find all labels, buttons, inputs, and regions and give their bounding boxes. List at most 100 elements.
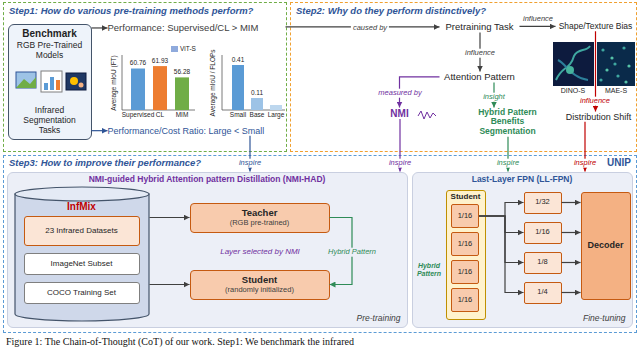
connector-arrow: [562, 262, 581, 263]
concept-node: Attention Pattern: [440, 72, 520, 83]
connector-arrow: [150, 284, 190, 285]
axis-tick: Small: [230, 111, 246, 118]
stage-region: NMI-guided Hybrid Attention pattern Dist…: [7, 172, 408, 328]
connector-arrow: [479, 216, 524, 263]
scale-text: 1/16: [458, 296, 473, 305]
metric-text: NMI: [390, 108, 408, 120]
connector-arrow: [92, 27, 108, 28]
edge-label: inspire: [237, 159, 263, 168]
edge-label: inspire: [572, 159, 598, 168]
connector-arrow: [479, 32, 480, 71]
bar-chart-ratio: [222, 55, 285, 110]
dataset-text: 23 Infrared Datasets: [45, 226, 117, 235]
connector-arrow: [150, 217, 190, 218]
edge-label: influence: [578, 97, 612, 106]
connector-arrow: [562, 292, 581, 293]
cylinder-body: [15, 194, 149, 321]
metric-node: NMI: [385, 108, 415, 120]
step-panel: Step1: How do various pre-training metho…: [3, 2, 287, 152]
scale-box: 1/8: [524, 252, 562, 274]
database-cylinder: InfMix 23 Infrared DatasetsImageNet Subse…: [14, 186, 150, 322]
finding-node: Performance: Supervised/CL > MIM: [108, 23, 286, 34]
connector-arrow: [520, 26, 556, 27]
connector-arrow: [92, 130, 108, 131]
attention-maps: [553, 42, 635, 86]
axis-title: Average mIoU / FLOPs: [209, 49, 216, 116]
bar-value: 61.93: [152, 57, 168, 64]
connector-arrow: [595, 31, 596, 111]
edge-label: inspire: [495, 159, 521, 168]
dataset-text: COCO Training Set: [47, 288, 116, 297]
image-caption: DINO-S: [561, 87, 586, 95]
connector-arrow: [562, 232, 581, 233]
concept-node: Distribution Shift: [563, 112, 635, 122]
feature-block: 1/16: [451, 260, 479, 284]
box-heading: Benchmark: [22, 28, 76, 40]
finding-text: Performance/Cost Ratio: Large < Small: [108, 126, 265, 136]
box-text: RGB Pre-Trained Models: [12, 41, 88, 61]
edge-label: Hybrid Pattern: [326, 248, 378, 257]
dataset-box: ImageNet Subset: [24, 253, 140, 275]
edge-label: caused by: [351, 24, 389, 33]
model-name: Student: [242, 275, 277, 286]
figure-caption: Figure 1: The Chain-of-Thought (CoT) of …: [6, 336, 354, 348]
dataset-name: InfMix: [67, 201, 96, 213]
connector-arrow: [479, 216, 524, 293]
scale-text: 1/8: [537, 258, 547, 267]
concept-text: Shape/Texture Bias: [559, 22, 633, 32]
model-box: Student(randomly initialized): [190, 270, 330, 300]
scale-text: 1/16: [458, 268, 473, 277]
edge-label: influence: [463, 49, 497, 58]
connector-arrow: [399, 119, 400, 172]
method-title: Last-Layer FPN (LL-FPN): [472, 175, 573, 185]
bar-value: 60.76: [130, 59, 146, 66]
concept-text: Attention Pattern: [444, 72, 515, 83]
cylinder-top: [15, 187, 149, 201]
benchmark-box: BenchmarkRGB Pre-Trained ModelsInfrared …: [8, 24, 92, 140]
axis-tick: Base: [250, 111, 265, 118]
method-title: NMI-guided Hybrid Attention pattern Dist…: [89, 175, 326, 185]
step-panel: Step2: Why do they perform distinctively…: [290, 2, 637, 152]
connector-arrow: [249, 136, 250, 172]
step-heading: Step1: How do various pre-training metho…: [9, 5, 253, 16]
connector-arrow: [584, 122, 585, 172]
connector-arrow: [286, 26, 440, 27]
connector-arrow: [330, 218, 353, 285]
feature-block: 1/16: [451, 288, 479, 312]
dataset-box: COCO Training Set: [24, 282, 140, 304]
scale-text: 1/32: [535, 198, 550, 207]
concept-node: Shape/Texture Bias: [556, 22, 636, 32]
edge-label: influence: [521, 15, 555, 24]
concept-node: Pretraining Task: [440, 22, 520, 33]
stage-label: Pre-training: [357, 314, 401, 324]
feature-block: 1/16: [451, 232, 479, 256]
decoder-text: Decoder: [587, 240, 623, 250]
axis-tick: Supervised: [122, 111, 155, 118]
concept-text: Distribution Shift: [566, 112, 632, 122]
method-name: UNIP: [607, 157, 631, 168]
scale-box: 1/4: [524, 282, 562, 304]
bar-chart-ft: [122, 46, 195, 110]
connector-arrow: [400, 77, 440, 108]
connector-arrow: [479, 216, 524, 233]
edge-label: inspire: [387, 159, 413, 168]
bar-value: 0.11: [251, 89, 263, 96]
connector-arrow: [493, 82, 494, 107]
scale-text: 1/4: [537, 288, 547, 297]
concept-text: Pretraining Task: [446, 22, 514, 33]
nmi-wave-icon: [418, 111, 436, 119]
axis-tick: MIM: [176, 111, 189, 118]
step-heading: Step3: How to improve their performance?: [9, 157, 201, 168]
image-caption: MAE-S: [605, 87, 627, 95]
box-text: Infrared Segmentation Tasks: [12, 106, 88, 135]
series-label: ViT-S: [180, 45, 196, 52]
student-column: Student1/161/161/161/16: [446, 190, 486, 320]
finding-text: Performance: Supervised/CL > MIM: [108, 23, 259, 34]
note-text: Layer selected by NMI: [220, 247, 300, 256]
axis-title: Average mIoU (FT): [110, 55, 117, 111]
model-note: (randomly initialized): [225, 286, 294, 295]
feature-block: 1/16: [451, 204, 479, 228]
note-text: Hybrid Pattern: [414, 262, 444, 278]
scale-text: 1/16: [458, 212, 473, 221]
